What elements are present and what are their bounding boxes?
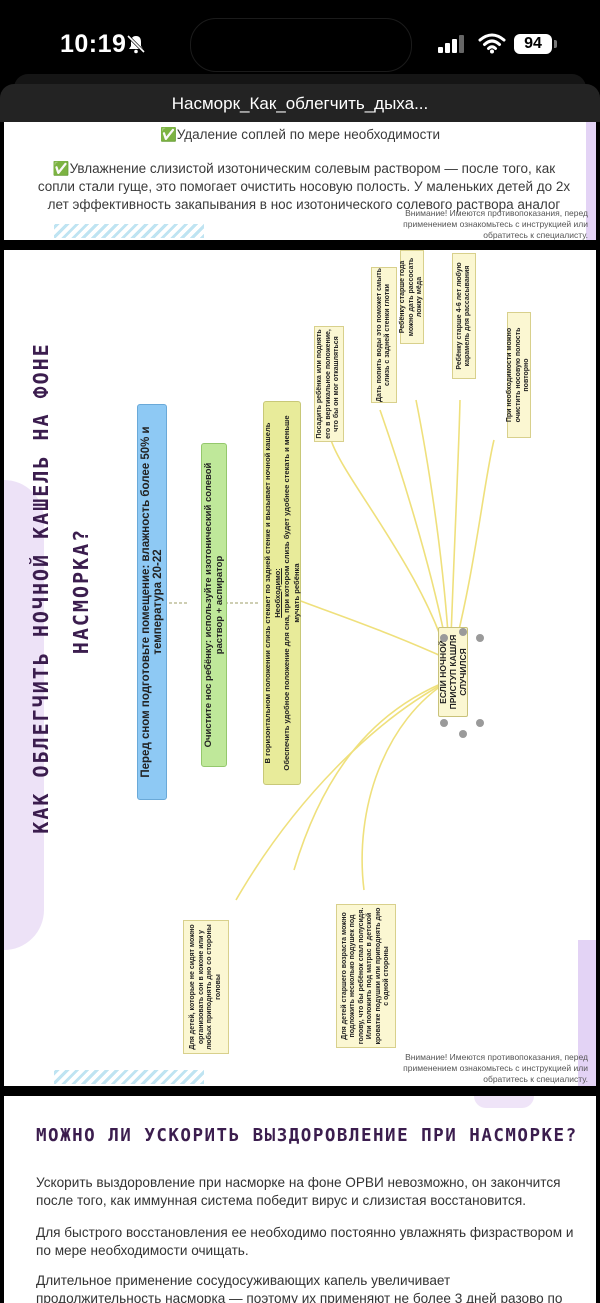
- node-handle[interactable]: [440, 719, 448, 727]
- mindmap-card[interactable]: КАК ОБЛЕГЧИТЬ НОЧНОЙ КАШЕЛЬ НА ФОНЕ НАСМ…: [4, 250, 596, 1086]
- bullet-paragraph: ✅Увлажнение слизистой изотоническим соле…: [37, 161, 571, 212]
- document-title: Насморк_Как_облегчить_дыха...: [0, 84, 600, 122]
- decor-hatch: [54, 1070, 204, 1084]
- node-sleep-position[interactable]: В горизонтальном положении слизь стекает…: [263, 401, 301, 785]
- paragraph-3: Длительное применение сосудосуживающих к…: [36, 1273, 563, 1303]
- page-card-1[interactable]: ✅Удаление соплей по мере необходимости ✅…: [4, 122, 596, 240]
- bell-slash-icon: [126, 34, 146, 54]
- node-handle[interactable]: [476, 634, 484, 642]
- mindmap-title-line-2: НАСМОРКА?: [69, 527, 93, 655]
- mindmap-title-line-1: КАК ОБЛЕГЧИТЬ НОЧНОЙ КАШЕЛЬ НА ФОНЕ: [29, 342, 53, 834]
- decor-hatch: [54, 224, 204, 238]
- wifi-icon: [478, 33, 506, 54]
- signal-icon: [438, 35, 464, 53]
- note-honey[interactable]: Ребёнку старше года можно дать рассосать…: [399, 250, 424, 344]
- battery-icon: 94: [514, 34, 552, 54]
- note-cocoon[interactable]: Для детей, которые не сидят можно органи…: [183, 920, 229, 1054]
- decor-bar: [578, 940, 596, 1086]
- clock: 10:19: [60, 30, 127, 58]
- node-sleep-position-line-2: Необходимо:: [272, 568, 282, 618]
- paragraph-2: Для быстрого восстановления ее необходим…: [36, 1225, 574, 1258]
- note-pillows[interactable]: Для детей старшего возраста можно подлож…: [336, 904, 396, 1048]
- bullet-line-1: ✅Удаление соплей по мере необходимости: [159, 127, 441, 142]
- paragraph-1: Ускорить выздоровление при насморке на ф…: [36, 1175, 561, 1208]
- page-card-3[interactable]: МОЖНО ЛИ УСКОРИТЬ ВЫЗДОРОВЛЕНИЕ ПРИ НАСМ…: [4, 1096, 596, 1303]
- node-sleep-position-line-1: В горизонтальном положении слизь стекает…: [263, 422, 272, 764]
- node-prepare-room[interactable]: Перед сном подготовьте помещение: влажно…: [137, 404, 167, 800]
- node-handle[interactable]: [440, 634, 448, 642]
- mindmap-connectors: [159, 399, 495, 901]
- node-clean-nose[interactable]: Очистите нос ребёнку: используйте изотон…: [201, 443, 227, 767]
- node-handle[interactable]: [476, 719, 484, 727]
- decor-blob: [474, 1096, 534, 1108]
- dynamic-island: [190, 18, 412, 72]
- warning-note: Внимание! Имеются противопоказания, пере…: [403, 208, 588, 240]
- node-sleep-position-line-3: Обеспечить удобное положение для сна, пр…: [282, 415, 301, 771]
- note-give-water[interactable]: Дать попить воды это поможет смыть слизь…: [371, 267, 397, 403]
- decor-bar: [586, 122, 596, 240]
- warning-note: Внимание! Имеются противопоказания, пере…: [403, 1052, 588, 1084]
- battery-tip: [554, 40, 557, 48]
- status-bar: 10:19 94: [0, 0, 600, 88]
- section-title: МОЖНО ЛИ УСКОРИТЬ ВЫЗДОРОВЛЕНИЕ ПРИ НАСМ…: [36, 1126, 578, 1146]
- note-sit-up[interactable]: Посадить ребёнка или поднять его в верти…: [314, 326, 344, 442]
- decor-blob: [4, 480, 44, 950]
- node-handle[interactable]: [459, 628, 467, 636]
- note-clean-again[interactable]: При необходимости можно очистить носовую…: [506, 312, 531, 438]
- note-candy[interactable]: Ребёнку старше 4-6 лет любую карамель дл…: [452, 253, 476, 379]
- node-handle[interactable]: [459, 730, 467, 738]
